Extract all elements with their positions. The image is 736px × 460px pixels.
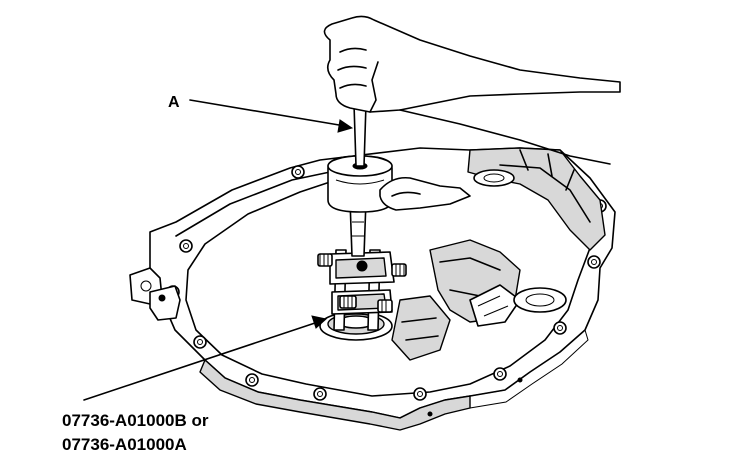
tool-number-line-2: 07736-A01000A [62, 435, 187, 454]
clamp-bolt [377, 299, 393, 313]
flange-bolt [291, 165, 305, 179]
bearing-puller-tool [317, 103, 407, 331]
callout-a-label: A [168, 94, 180, 111]
callout-a: A [168, 94, 354, 133]
clamp-bolt [391, 263, 407, 277]
callout-tool: 07736-A01000B or 07736-A01000A [62, 315, 328, 454]
flange-bolt [413, 387, 427, 401]
tool-number-line-1: 07736-A01000B or [62, 411, 209, 430]
bearing-bore [319, 311, 393, 341]
flange-bolt [179, 239, 193, 253]
hand-illustration [323, 15, 621, 211]
flange-bolt [587, 255, 601, 269]
flange-bolt [193, 335, 207, 349]
clamp-bolt [339, 295, 357, 309]
flange-bolt [553, 321, 567, 335]
flange-bolt [245, 373, 259, 387]
flange-bolt [493, 367, 507, 381]
flange-bolt [313, 387, 327, 401]
clamp-bolt [317, 253, 333, 267]
